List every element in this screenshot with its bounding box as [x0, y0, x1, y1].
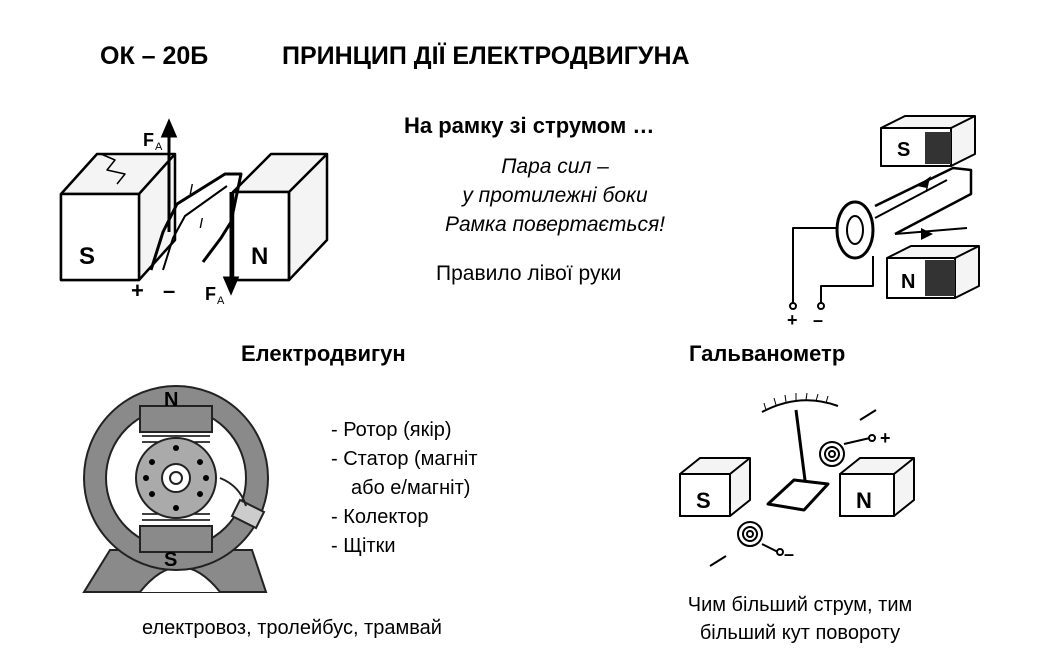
pole-s-label: S: [164, 549, 177, 571]
left-hand-rule: Правило лівої руки: [436, 262, 622, 285]
motor-part: - Колектор: [331, 506, 429, 528]
minus-label: –: [163, 278, 175, 303]
pole-s-shape: [139, 525, 213, 553]
motor-part: - Статор (магніт: [331, 448, 478, 470]
current-label-1: I: [189, 181, 193, 198]
motor-heading: Електродвигун: [241, 341, 406, 366]
force-arrow-up: [160, 118, 178, 138]
plus-label: +: [131, 278, 144, 303]
galvanometer-scale: [761, 399, 839, 413]
frame-commutator-figure: S N I + –: [787, 115, 980, 330]
force-label-bottom: F: [205, 284, 216, 304]
galvanometer-caption: Чим більший струм, тим більший кут повор…: [640, 591, 960, 647]
current-label-2: I: [199, 215, 203, 232]
force-sub-top: A: [155, 141, 163, 153]
frame-heading: На рамку зі струмом …: [404, 113, 655, 138]
lesson-code: ОК – 20Б: [100, 42, 209, 70]
minus-label: –: [813, 310, 823, 330]
current-label: I: [925, 179, 929, 195]
motor-figure: N S: [82, 385, 269, 593]
motor-applications: електровоз, тролейбус, трамвай: [142, 617, 442, 639]
caption-line: більший кут повороту: [699, 622, 901, 644]
forces-line: Пара сил –: [501, 155, 609, 178]
galvanometer-coil: [766, 478, 830, 512]
caption-line: Чим більший струм, тим: [687, 594, 913, 616]
force-sub-bottom: A: [217, 295, 225, 307]
plus-label: +: [787, 310, 798, 330]
forces-line: у протилежні боки: [462, 184, 648, 207]
current-arrow-1: [917, 176, 931, 188]
pole-n-label: N: [251, 243, 268, 270]
pole-n-label: N: [901, 271, 915, 293]
minus-label: –: [784, 544, 794, 564]
frame-wire: [874, 166, 973, 236]
pole-s-label: S: [696, 488, 711, 513]
galvanometer-heading: Гальванометр: [689, 341, 846, 366]
pole-n-label: N: [856, 488, 872, 513]
current-arrow-2: [921, 228, 933, 240]
forces-text: Пара сил – у протилежні боки Рамка повер…: [405, 152, 705, 239]
forces-line: Рамка повертається!: [444, 213, 666, 236]
motor-parts-list: - Ротор (якір) - Статор (магніт або е/ма…: [331, 416, 478, 561]
frame-in-field-figure: S N F A F A I I + –: [59, 118, 329, 307]
pole-s-label: S: [79, 243, 95, 270]
frame-wire: [149, 172, 243, 271]
pole-n-label: N: [164, 389, 178, 411]
galvanometer-figure: S N + –: [679, 392, 915, 567]
force-label-top: F: [143, 130, 154, 150]
force-arrow-down: [222, 276, 240, 296]
motor-part: - Ротор (якір): [331, 419, 452, 441]
page-title: ПРИНЦИП ДІЇ ЕЛЕКТРОДВИГУНА: [282, 42, 690, 70]
plus-label: +: [880, 428, 891, 448]
motor-part: - Щітки: [331, 535, 396, 557]
pole-n-shape: [139, 405, 213, 433]
brush-shape: [230, 498, 266, 530]
galvanometer-pointer: [794, 409, 808, 489]
motor-part: або е/магніт): [351, 477, 471, 499]
pole-s-label: S: [897, 139, 910, 161]
